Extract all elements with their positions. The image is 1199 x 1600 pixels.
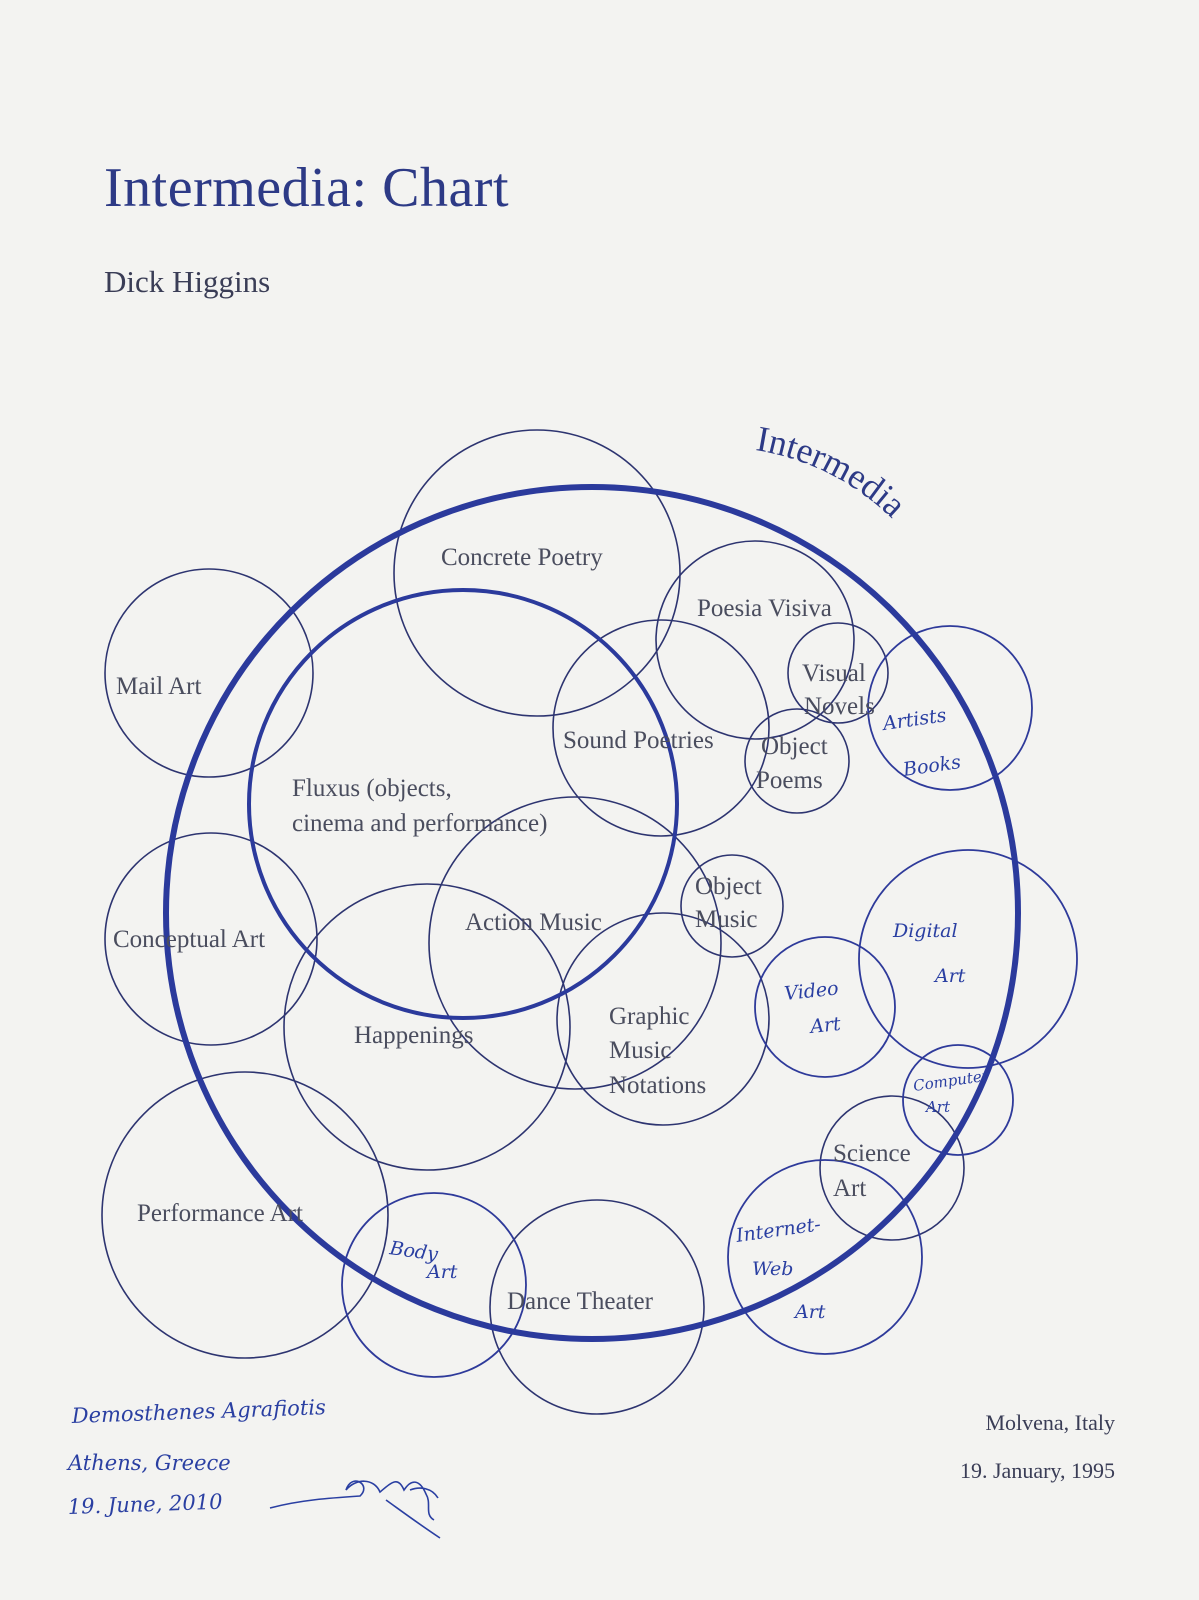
performance-art-label: Performance Art — [137, 1200, 303, 1227]
colophon-date: 19. January, 1995 — [960, 1458, 1115, 1483]
artists-books-circle — [867, 625, 1033, 791]
body-art-circle — [341, 1192, 527, 1378]
author-name: Dick Higgins — [104, 264, 271, 299]
action-music-label: Action Music — [465, 909, 602, 936]
concrete-poetry-label: Concrete Poetry — [441, 544, 603, 571]
visual-novels-label-1: Visual — [802, 660, 866, 687]
chart-title: Intermedia: Chart — [104, 157, 510, 219]
object-poems-label-1: Object — [761, 733, 828, 760]
object-poems-circle — [744, 708, 850, 814]
happenings-label: Happenings — [354, 1022, 473, 1049]
fluxus-label-1: Fluxus (objects, — [292, 775, 452, 802]
poesia-visiva-label: Poesia Visiva — [697, 595, 832, 622]
video-art-circle — [754, 936, 896, 1078]
mail-art-circle — [104, 568, 314, 778]
happenings-circle — [283, 883, 571, 1171]
internet-web-art-label-2: Web — [752, 1258, 793, 1280]
object-music-label-1: Object — [695, 873, 762, 900]
fluxus-label-2: cinema and performance) — [292, 810, 547, 837]
conceptual-art-circle — [104, 832, 318, 1046]
visual-novels-label-2: Novels — [804, 693, 875, 720]
video-art-label-2: Art — [807, 1013, 842, 1038]
poesia-visiva-circle — [655, 540, 855, 740]
performance-art-circle — [101, 1071, 389, 1359]
object-music-circle — [680, 854, 784, 958]
dance-theater-circle — [489, 1199, 705, 1415]
sound-poetries-label: Sound Poetries — [563, 727, 714, 754]
digital-art-circle — [858, 849, 1078, 1069]
artists-books-label-2: Books — [901, 751, 963, 781]
intermedia-ring-label: Intermedia — [754, 418, 914, 524]
signature-scribble — [269, 1480, 441, 1539]
digital-art-label-2: Art — [933, 965, 966, 987]
fluxus-circle — [247, 588, 679, 1020]
inscription-name: Demosthenes Agrafiotis — [70, 1395, 326, 1428]
colophon-place: Molvena, Italy — [985, 1410, 1115, 1435]
visual-novels-circle — [787, 622, 889, 724]
internet-web-art-label-3: Art — [793, 1301, 826, 1323]
computer-art-circle — [902, 1044, 1014, 1156]
sound-poetries-circle — [552, 619, 770, 837]
science-art-label-2: Art — [833, 1175, 866, 1202]
conceptual-art-label: Conceptual Art — [113, 926, 265, 953]
intermedia-ring — [163, 484, 1021, 1342]
artists-books-label-1: Artists — [880, 704, 948, 735]
internet-web-art-circle — [727, 1159, 923, 1355]
dance-theater-label: Dance Theater — [507, 1288, 654, 1315]
graphic-music-notations-label-1: Graphic — [609, 1003, 690, 1030]
inscription-date: 19. June, 2010 — [67, 1490, 223, 1519]
graphic-music-notations-label-2: Music — [609, 1037, 672, 1064]
action-music-circle — [428, 796, 722, 1090]
internet-web-art-label-1: Internet- — [734, 1213, 822, 1247]
computer-art-label-2: Art — [924, 1098, 951, 1116]
mail-art-label: Mail Art — [116, 673, 201, 700]
inscription-place: Athens, Greece — [66, 1451, 231, 1475]
video-art-label-1: Video — [783, 977, 839, 1005]
concrete-poetry-circle — [393, 429, 681, 717]
object-poems-label-2: Poems — [756, 767, 823, 794]
graphic-music-notations-label-3: Notations — [609, 1072, 706, 1099]
science-art-label-1: Science — [833, 1140, 911, 1167]
science-art-circle — [819, 1095, 965, 1241]
graphic-music-notations-circle — [556, 912, 770, 1126]
digital-art-label-1: Digital — [892, 920, 958, 942]
object-music-label-2: Music — [695, 906, 758, 933]
body-art-label-2: Art — [425, 1261, 458, 1283]
